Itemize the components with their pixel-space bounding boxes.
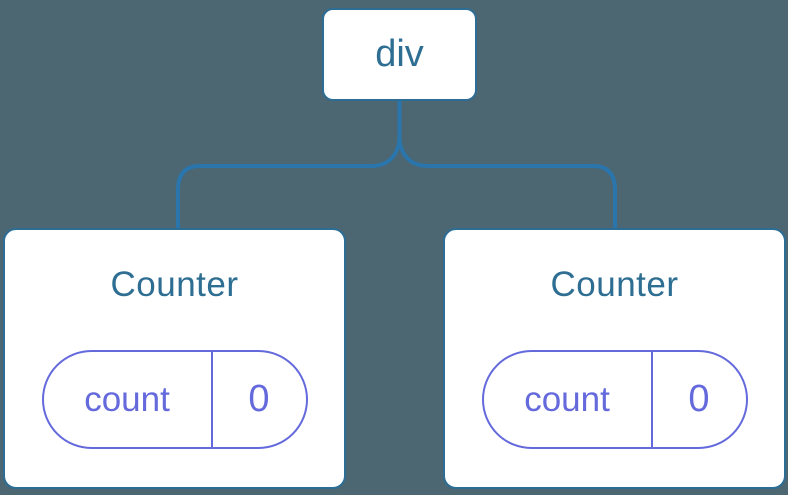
component-title: Counter [550,265,679,304]
component-card-counter-right: Counter count 0 [443,228,786,489]
state-key: count [44,352,213,447]
root-node: div [322,8,477,101]
state-pill: count 0 [41,350,308,449]
connector-branch-right [397,101,617,229]
state-value: 0 [248,378,270,420]
connector-branch-left [176,101,402,229]
state-pill: count 0 [481,350,748,449]
state-value: 0 [688,378,710,420]
root-node-label: div [375,33,424,75]
component-title: Counter [110,265,239,304]
component-card-counter-left: Counter count 0 [3,228,346,489]
state-key: count [484,352,653,447]
